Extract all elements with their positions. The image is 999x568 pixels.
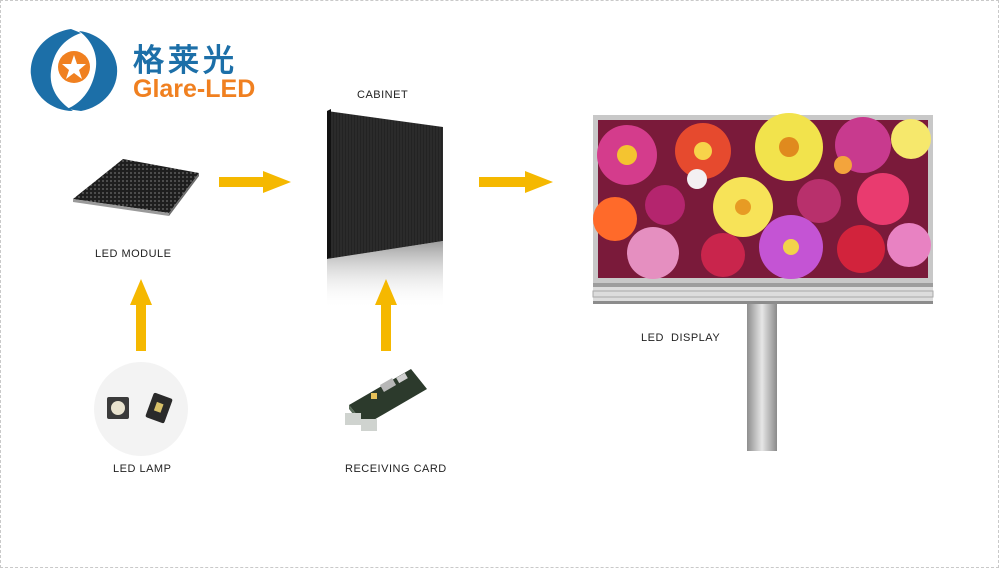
logo-chinese-text: 格莱光 [133,43,238,79]
arrow-up-lamp-to-module [130,279,152,351]
arrow-right-cabinet-to-display [479,171,553,193]
receiving-card-image [345,369,427,431]
led-module-image [73,159,199,216]
receiving-card-label: RECEIVING CARD [345,463,447,475]
led-display-billboard-image [592,113,934,451]
glare-led-logo-mark [30,29,118,111]
led-display-label: LED DISPLAY [641,332,721,344]
arrow-up-card-to-cabinet [375,279,397,351]
led-lamp-label: LED LAMP [113,463,172,475]
logo-english-text: Glare-LED [133,75,256,103]
led-lamp-image [94,362,188,456]
cabinet-image [327,109,443,309]
led-module-label: LED MODULE [95,248,172,260]
cabinet-label: CABINET [357,89,409,101]
arrow-right-module-to-cabinet [219,171,291,193]
